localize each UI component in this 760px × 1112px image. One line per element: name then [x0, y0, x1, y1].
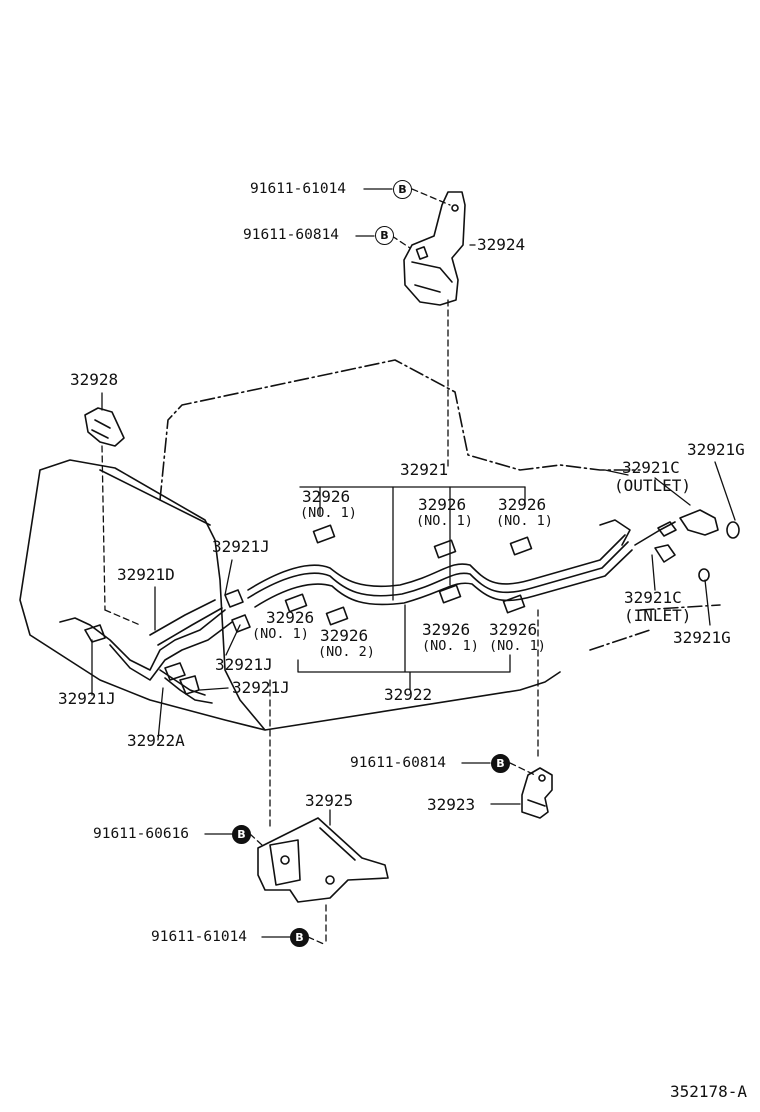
label-32921j-a: 32921J: [212, 537, 270, 556]
label-inlet-note: (INLET): [624, 606, 692, 625]
bracket-32925: [258, 818, 388, 902]
label-91611-61014-bottom: 91611-61014: [151, 929, 248, 945]
label-32921d: 32921D: [117, 565, 175, 584]
label-32926-b-note: (NO. 1): [416, 513, 473, 529]
label-32926-e-note: (NO. 2): [318, 644, 375, 660]
label-32921c-outlet: 32921C: [622, 458, 680, 477]
label-32926-c: 32926: [498, 495, 547, 514]
label-32926-d-note: (NO. 1): [252, 626, 309, 642]
label-32921j-b: 32921J: [215, 655, 273, 674]
leader-lines: [92, 189, 735, 937]
label-32926-e: 32926: [320, 626, 369, 645]
label-32921j-c: 32921J: [232, 678, 290, 697]
label-outlet-note: (OUTLET): [614, 476, 692, 495]
figure-reference: 352178-A: [670, 1082, 748, 1101]
label-91611-60814-bottom: 91611-60814: [350, 755, 447, 771]
body-edge: [100, 470, 210, 525]
body-outline: [20, 460, 560, 730]
label-32923: 32923: [427, 795, 476, 814]
label-32926-a-note: (NO. 1): [300, 505, 357, 521]
label-32924: 32924: [477, 235, 526, 254]
label-32928: 32928: [70, 370, 119, 389]
engine-outline-lower: [590, 605, 720, 650]
bolt-symbol: B: [232, 825, 251, 844]
label-32921g-top: 32921G: [687, 440, 745, 459]
label-32926-g-note: (NO. 1): [489, 638, 546, 654]
label-32921j-d: 32921J: [58, 689, 116, 708]
hoses-left: [60, 600, 232, 703]
grommets-32926: [285, 525, 531, 624]
label-32922a: 32922A: [127, 731, 185, 750]
bolt-symbol: B: [375, 226, 394, 245]
label-91611-60814-top: 91611-60814: [243, 227, 340, 243]
fittings-32921c: [655, 510, 739, 581]
bolt-symbol: B: [491, 754, 510, 773]
label-32921g-bottom: 32921G: [673, 628, 731, 647]
oil-cooler-tubes: [248, 520, 675, 607]
label-32926-a: 32926: [302, 487, 351, 506]
bracket-32923: [522, 768, 552, 818]
label-32921c-inlet: 32921C: [624, 588, 682, 607]
label-32921: 32921: [400, 460, 449, 479]
label-32926-f: 32926: [422, 620, 471, 639]
engine-outline: [160, 360, 640, 500]
label-32926-b: 32926: [418, 495, 467, 514]
bracket-32924: [404, 192, 465, 305]
hose-clamps: [85, 590, 250, 694]
clamp-32928: [85, 408, 124, 446]
label-91611-61014-top: 91611-61014: [250, 181, 347, 197]
label-32926-c-note: (NO. 1): [496, 513, 553, 529]
label-32926-g: 32926: [489, 620, 538, 639]
label-91611-60616: 91611-60616: [93, 826, 190, 842]
label-32922: 32922: [384, 685, 433, 704]
label-32925: 32925: [305, 791, 354, 810]
label-32926-f-note: (NO. 1): [422, 638, 479, 654]
dashed-lines: [102, 189, 538, 945]
label-32926-d: 32926: [266, 608, 315, 627]
bolt-symbol: B: [393, 180, 412, 199]
bolt-symbol: B: [290, 928, 309, 947]
